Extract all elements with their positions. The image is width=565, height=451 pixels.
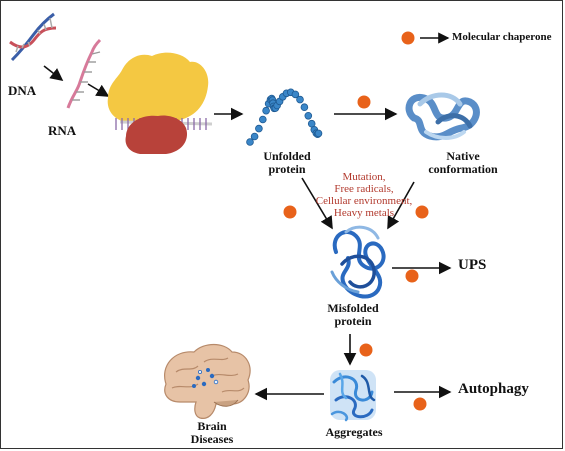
rna-to-ribosome-arrow [87,83,110,97]
protein-bead [304,112,313,120]
misfolded-label-line2: protein [334,313,372,328]
dna-to-rna-arrow [43,65,64,81]
rna-icon [66,38,102,109]
misfolded-protein-icon [330,225,386,299]
unfolded-label-line2: protein [268,161,306,176]
chaperone-dot [415,205,429,219]
chaperone-dot [359,343,373,357]
stressor-free-radicals: Free radicals, [334,182,394,195]
protein-bead [262,106,270,115]
misfolded-protein-label: Misfolded protein [320,302,386,327]
brain-label-line2: Diseases [190,431,234,446]
aggregates-label: Aggregates [325,425,383,439]
chaperone-dot [283,205,297,219]
chaperone-dot [413,397,427,411]
unfolded-protein-label: Unfolded protein [252,150,322,175]
stressors-list: Mutation, Free radicals, Cellular enviro… [306,171,422,220]
protein-bead [258,115,267,124]
misfolded-label-line1: Misfolded [327,301,379,315]
protein-bead [300,103,309,111]
chaperone-dot [405,269,419,283]
brain-diseases-label: Brain Diseases [184,420,240,445]
ribosome-icon [107,52,213,154]
unfolded-protein-icon [246,88,323,146]
ups-label: UPS [458,257,487,273]
protein-bead [246,138,254,146]
native-label-line1: Native [446,149,480,163]
legend-label: Molecular chaperone [452,31,552,43]
chaperone-markers [283,31,429,411]
unfolded-to-misfolded-arrow [301,177,333,230]
aggregates-icon [330,370,376,422]
protein-bead [255,124,263,133]
native-protein-icon [405,92,480,141]
chaperone-legend-dot [401,31,415,45]
brain-label-line1: Brain [197,419,227,433]
protein-bead [296,95,304,104]
brain-icon [164,343,251,419]
unfolded-label-line1: Unfolded [263,149,311,163]
native-to-misfolded-arrow [387,181,415,230]
dna-icon [9,12,57,62]
stressor-mutation: Mutation, [342,171,386,183]
dna-label: DNA [8,83,37,98]
protein-bead [314,129,323,138]
native-conformation-label: Native conformation [418,150,508,175]
protein-bead [291,90,300,99]
stressor-heavy-metals: Heavy metals [333,206,395,219]
protein-bead [250,132,259,141]
autophagy-label: Autophagy [458,381,529,397]
native-label-line2: conformation [428,161,498,176]
rna-label: RNA [48,123,77,138]
chaperone-dot [357,95,371,109]
stressor-cellular-environment: Cellular environment, [315,194,413,207]
